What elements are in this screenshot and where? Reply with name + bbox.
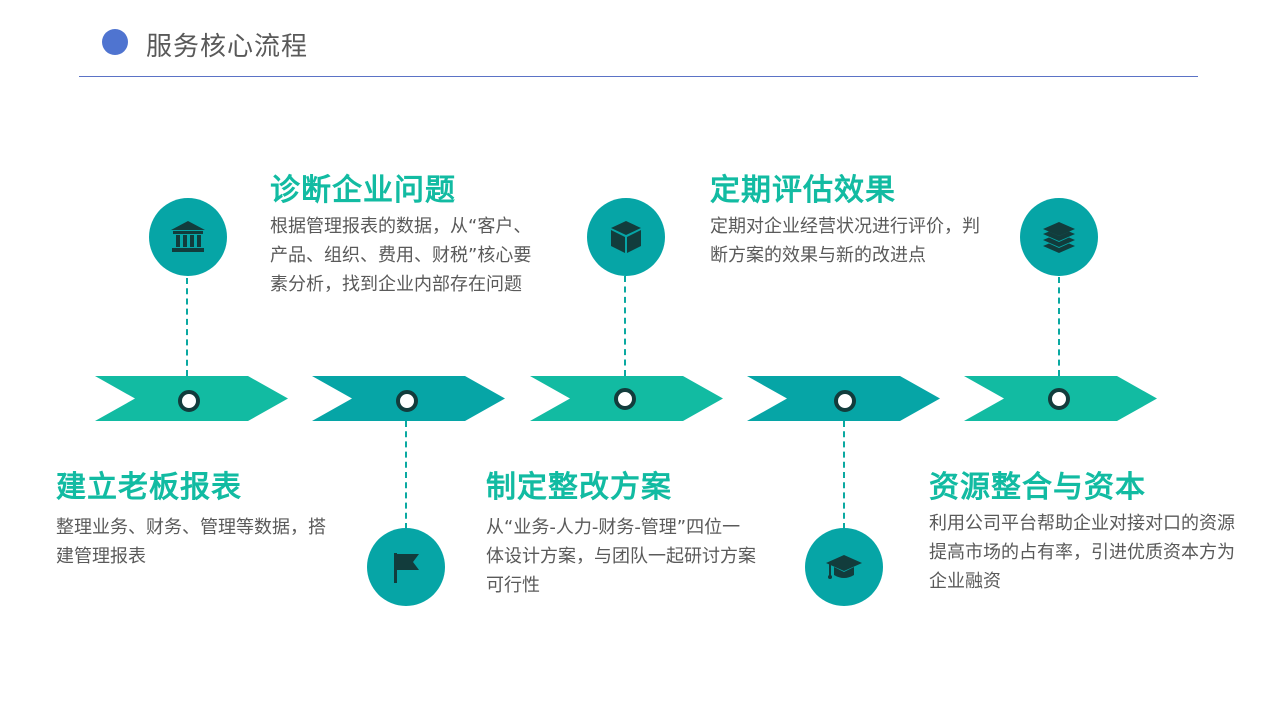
step-node-5: [1048, 388, 1070, 410]
step-title-3: 制定整改方案: [486, 470, 672, 505]
connector-2: [405, 421, 407, 529]
connector-5: [1058, 277, 1060, 376]
step-title-4: 定期评估效果: [710, 173, 896, 208]
step-desc-2: 根据管理报表的数据，从“客户、产品、组织、费用、财税”核心要素分析，找到企业内部…: [270, 216, 532, 295]
step-desc-1: 整理业务、财务、管理等数据，搭建管理报表: [56, 517, 326, 567]
layers-icon: [1043, 222, 1075, 253]
step-title-1: 建立老板报表: [56, 470, 242, 505]
header-divider: [79, 76, 1198, 77]
page-title: 服务核心流程: [146, 32, 309, 62]
step-desc-3: 从“业务-人力-财务-管理”四位一体设计方案，与团队一起研讨方案可行性: [486, 517, 756, 596]
bank-icon: [171, 221, 205, 252]
cube-icon: [611, 221, 641, 253]
step-desc-4: 定期对企业经营状况进行评价，判断方案的效果与新的改进点: [710, 216, 980, 266]
step-icon-circle-2: [367, 528, 445, 606]
step-icon-circle-4: [805, 528, 883, 606]
connector-4: [843, 421, 845, 529]
step-node-1: [178, 390, 200, 412]
connector-3: [624, 276, 626, 376]
connector-1: [186, 278, 188, 376]
flag-icon: [394, 553, 419, 583]
graduation-cap-icon: [826, 555, 862, 579]
step-desc-5: 利用公司平台帮助企业对接对口的资源提高市场的占有率，引进优质资本方为企业融资: [929, 513, 1235, 592]
header-bullet-icon: [102, 29, 128, 55]
step-node-4: [834, 390, 856, 412]
step-title-2: 诊断企业问题: [270, 173, 456, 208]
step-node-3: [614, 388, 636, 410]
step-node-2: [396, 390, 418, 412]
step-icon-circle-3: [587, 198, 665, 276]
step-title-5: 资源整合与资本: [929, 470, 1146, 505]
step-icon-circle-5: [1020, 198, 1098, 276]
step-icon-circle-1: [149, 198, 227, 276]
